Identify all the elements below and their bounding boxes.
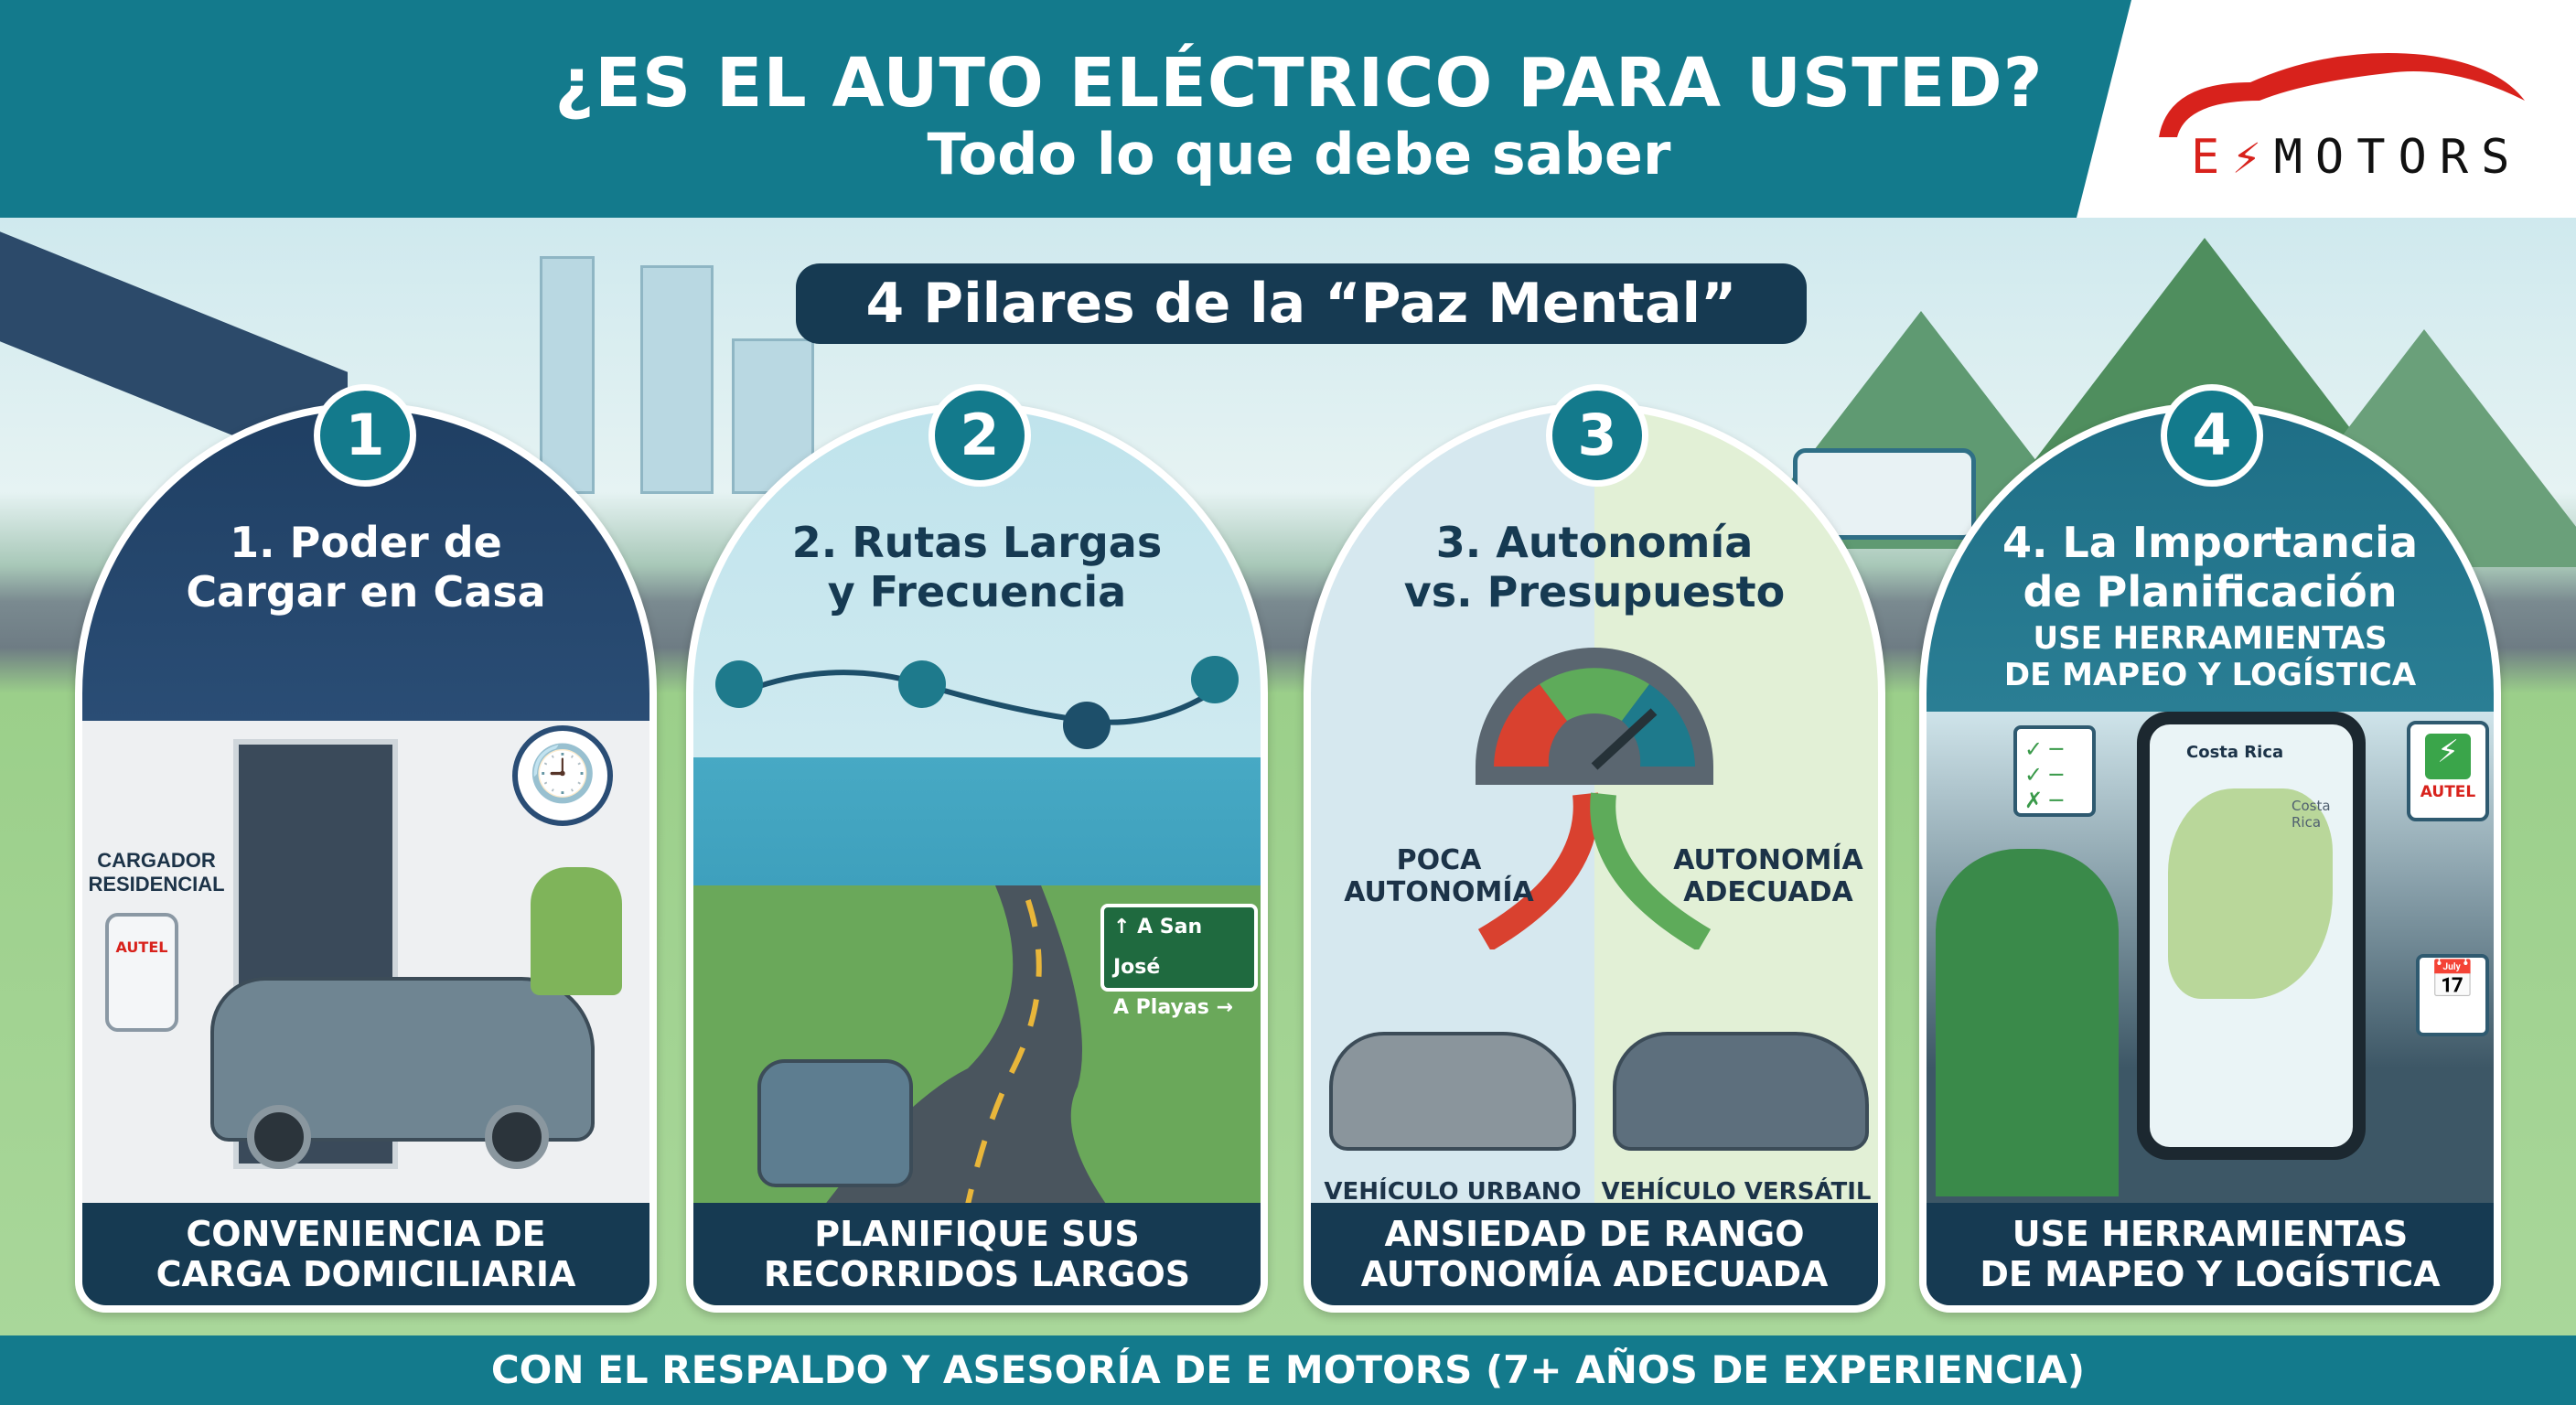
pillar-4-subtitle-line2: DE MAPEO Y LOGÍSTICA: [2003, 657, 2417, 693]
pillar-1-title-line1: 1. Poder de: [230, 518, 502, 567]
pillar-number-1: 1: [314, 384, 416, 487]
page-title: ¿ES EL AUTO ELÉCTRICO PARA USTED?: [554, 44, 2044, 123]
pillar-number-2: 2: [928, 384, 1031, 487]
caption-line: ANSIEDAD DE RANGO: [1384, 1214, 1805, 1254]
map-label: Costa Rica: [2292, 798, 2331, 831]
route-map-icon: [715, 656, 1239, 749]
driver-person: [1936, 849, 2119, 1196]
caption-line: CARGA DOMICILIARIA: [156, 1254, 576, 1294]
person: [531, 867, 622, 995]
charger-brand: AUTEL: [115, 938, 168, 956]
pillar-card-3: 3. Autonomía vs. Presupuesto POCA AUTONO…: [1304, 402, 1885, 1313]
coastal-road: [755, 885, 1196, 1305]
wall-charger: AUTEL: [105, 913, 178, 1032]
sedan-car: [757, 1059, 913, 1187]
pillar-card-2: 2. Rutas Largas y Frecuencia ↑ A San Jos…: [686, 402, 1268, 1313]
caption-line: DE MAPEO Y LOGÍSTICA: [1980, 1254, 2441, 1294]
costa-rica-map: [2168, 788, 2333, 999]
pillar-number-3: 3: [1546, 384, 1648, 487]
sign-san-jose: ↑ A San José: [1113, 916, 1203, 979]
sign-playas: A Playas →: [1113, 996, 1233, 1019]
urban-vehicle-label: VEHÍCULO URBANO: [1324, 1178, 1582, 1206]
pillar-number-4: 4: [2161, 384, 2263, 487]
pillar-1-title-line2: Cargar en Casa: [186, 567, 546, 617]
pillar-4-subtitle-line1: USE HERRAMIENTAS: [2033, 620, 2388, 657]
autel-brand: AUTEL: [2420, 783, 2476, 801]
pillar-card-4: 4. La Importancia de Planificación USE H…: [1919, 402, 2501, 1313]
pillars-banner: 4 Pilares de la “Paz Mental”: [796, 263, 1807, 344]
urban-car: [1329, 1032, 1576, 1151]
clock-icon: 🕘: [512, 725, 613, 826]
building: [540, 256, 595, 494]
caption-line: RECORRIDOS LARGOS: [763, 1254, 1191, 1294]
caption-line: USE HERRAMIENTAS: [2012, 1214, 2409, 1254]
wheel: [247, 1105, 311, 1169]
charger-label: CARGADOR RESIDENCIAL: [88, 849, 225, 896]
caption-line: AUTONOMÍA ADECUADA: [1360, 1254, 1829, 1294]
wheel: [485, 1105, 549, 1169]
pillar-2-title-line1: 2. Rutas Largas: [791, 518, 1163, 567]
pillar-3-title-line2: vs. Presupuesto: [1403, 567, 1786, 617]
logo-area: [2077, 0, 2576, 218]
low-range-label: POCA AUTONOMÍA: [1344, 844, 1534, 908]
pillar-2-title-line2: y Frecuencia: [827, 567, 1127, 617]
page-subtitle: Todo lo que debe saber: [927, 121, 1671, 188]
logo-text: E⚡MOTORS: [2191, 130, 2523, 185]
versatile-car: [1613, 1032, 1869, 1151]
calendar-icon: 📅: [2416, 954, 2489, 1036]
logo-car-swoosh-icon: [2159, 53, 2525, 137]
pillar-3-title-line1: 3. Autonomía: [1435, 518, 1754, 567]
range-gauge-icon: [1476, 648, 1713, 949]
caption-line: CONVENIENCIA DE: [186, 1214, 546, 1254]
building: [640, 265, 714, 494]
checklist-icon: ✓ ─✓ ─✗ ─: [2013, 725, 2096, 817]
pillar-4-title-line2: de Planificación: [2023, 567, 2398, 617]
phone-header: Costa Rica: [2186, 743, 2284, 762]
phone-map: Costa Rica Costa Rica: [2137, 712, 2366, 1160]
adequate-range-label: AUTONOMÍA ADECUADA: [1673, 844, 1863, 908]
autel-app-icon: ⚡ AUTEL: [2407, 721, 2489, 821]
pillar-card-1: 1. Poder de Cargar en Casa 🕘 CARGADOR RE…: [75, 402, 657, 1313]
bus: [1793, 448, 1976, 540]
pillar-4-title-line1: 4. La Importancia: [2002, 518, 2418, 567]
versatile-vehicle-label: VEHÍCULO VERSÁTIL: [1601, 1178, 1872, 1206]
caption-line: PLANIFIQUE SUS: [814, 1214, 1140, 1254]
road-sign: ↑ A San José A Playas →: [1100, 904, 1258, 1019]
footer-banner: CON EL RESPALDO Y ASESORÍA DE E MOTORS (…: [0, 1335, 2576, 1405]
